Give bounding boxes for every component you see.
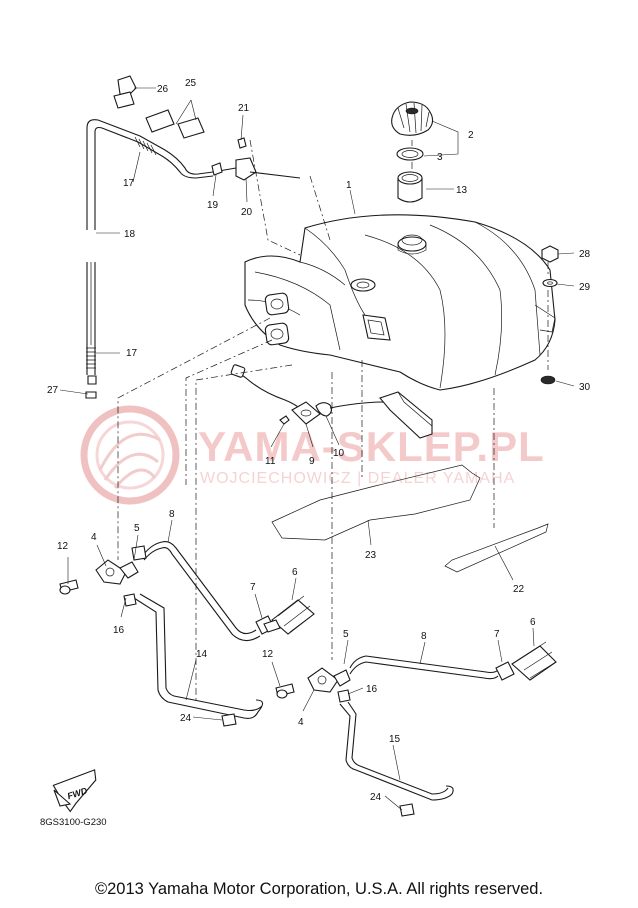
callout-8-left: 8 bbox=[169, 509, 175, 520]
hose-clips bbox=[113, 75, 205, 139]
callout-16-left: 16 bbox=[113, 625, 125, 636]
callouts: 1 2 3 4 4 5 5 6 6 7 7 8 8 9 10 11 12 12 … bbox=[47, 78, 591, 803]
cap-gasket bbox=[396, 147, 424, 161]
fwd-arrow: FWD bbox=[52, 769, 97, 813]
leader-lines bbox=[59, 87, 575, 811]
copyright-notice: ©2013 Yamaha Motor Corporation, U.S.A. A… bbox=[94, 880, 544, 898]
callout-30: 30 bbox=[579, 382, 591, 393]
callout-4-left: 4 bbox=[91, 532, 97, 543]
washer-29 bbox=[542, 278, 558, 288]
heat-protector bbox=[271, 464, 481, 541]
callout-1: 1 bbox=[346, 180, 352, 191]
callout-18: 18 bbox=[124, 229, 136, 240]
callout-17-bottom: 17 bbox=[126, 348, 138, 359]
callout-4-right: 4 bbox=[298, 717, 304, 728]
callout-12-left: 12 bbox=[57, 541, 69, 552]
nut-28 bbox=[541, 245, 559, 263]
callout-21: 21 bbox=[238, 103, 250, 114]
callout-3: 3 bbox=[437, 152, 443, 163]
callout-7-right: 7 bbox=[494, 629, 500, 640]
callout-6-right: 6 bbox=[530, 617, 536, 628]
damper-30 bbox=[540, 375, 556, 385]
callout-28: 28 bbox=[579, 249, 591, 260]
callout-24-left: 24 bbox=[180, 713, 192, 724]
callout-29: 29 bbox=[579, 282, 591, 293]
callout-16-right: 16 bbox=[366, 684, 378, 695]
callout-2: 2 bbox=[468, 130, 474, 141]
callout-23: 23 bbox=[365, 550, 377, 561]
fuel-pump bbox=[230, 364, 433, 439]
callout-24-right: 24 bbox=[370, 792, 382, 803]
callout-11: 11 bbox=[265, 456, 276, 467]
fuel-filter-left bbox=[255, 595, 315, 635]
callout-9: 9 bbox=[309, 456, 315, 467]
callout-10: 10 bbox=[333, 448, 345, 459]
callout-8-right: 8 bbox=[421, 631, 427, 642]
drawing-code: 8GS3100-G230 bbox=[40, 817, 107, 828]
callout-12-right: 12 bbox=[262, 649, 274, 660]
watermark: YAMA-SKLEP.PL WOJCIECHOWICZ | DEALER YAM… bbox=[80, 405, 545, 505]
callout-7-left: 7 bbox=[250, 582, 256, 593]
callout-15: 15 bbox=[389, 734, 401, 745]
callout-5-right: 5 bbox=[343, 629, 349, 640]
callout-25: 25 bbox=[185, 78, 197, 89]
breather-hose bbox=[85, 119, 214, 399]
fuel-cock-left bbox=[59, 559, 139, 595]
callout-19: 19 bbox=[207, 200, 219, 211]
fuel-pipe-15 bbox=[339, 701, 454, 817]
fuel-tank bbox=[244, 214, 556, 391]
damper-strip bbox=[444, 523, 549, 573]
callout-22: 22 bbox=[513, 584, 525, 595]
callout-13: 13 bbox=[456, 185, 468, 196]
fuel-hose-right bbox=[349, 655, 501, 680]
callout-26: 26 bbox=[157, 84, 169, 95]
watermark-logo bbox=[80, 405, 180, 505]
callout-20: 20 bbox=[241, 207, 253, 218]
fuel-hose-left bbox=[131, 541, 261, 642]
filler-strainer bbox=[397, 171, 423, 203]
assembly-lines bbox=[117, 139, 549, 700]
callout-27: 27 bbox=[47, 385, 59, 396]
callout-6-left: 6 bbox=[292, 567, 298, 578]
fuel-pipe-14 bbox=[123, 593, 264, 727]
rollover-valve bbox=[211, 137, 301, 181]
watermark-subtitle: WOJCIECHOWICZ | DEALER YAMAHA bbox=[200, 470, 515, 487]
callout-5-left: 5 bbox=[134, 523, 140, 534]
fuel-cock-right bbox=[275, 667, 351, 703]
watermark-title: YAMA-SKLEP.PL bbox=[198, 423, 545, 470]
callout-17-top: 17 bbox=[123, 178, 135, 189]
fuel-cap bbox=[391, 101, 434, 136]
callout-14: 14 bbox=[196, 649, 208, 660]
fuel-filter-right bbox=[495, 641, 557, 681]
